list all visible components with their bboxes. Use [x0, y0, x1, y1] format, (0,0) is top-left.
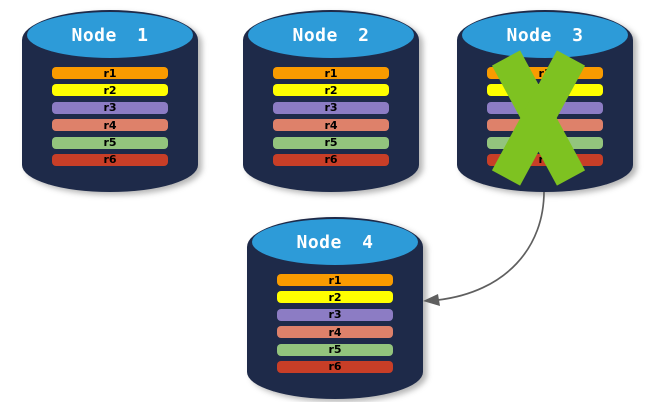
replica-label: r6: [328, 360, 342, 374]
node-4-cylinder: Node 4 r1 r2 r3 r4 r5 r6: [246, 215, 424, 402]
replica-stack: r1 r2 r3 r4 r5 r6: [52, 67, 168, 166]
replica-bar-r2: r2: [273, 83, 389, 97]
replica-bar-r5: r5: [52, 136, 168, 150]
replica-label: r5: [103, 136, 117, 150]
replica-label: r2: [324, 83, 338, 97]
replica-bar-r3: r3: [52, 101, 168, 115]
node-title: Node 2: [292, 25, 370, 46]
replica-label: r3: [324, 101, 338, 115]
replica-label: r4: [103, 118, 117, 132]
replica-bar-r6: r6: [277, 360, 393, 374]
arrow-head-icon: [423, 294, 440, 306]
replica-label: r1: [324, 66, 338, 80]
replica-bar-r3: r3: [277, 308, 393, 322]
replica-stack: r1 r2 r3 r4 r5 r6: [277, 274, 393, 373]
replica-bar-r4: r4: [277, 325, 393, 339]
replica-label: r6: [324, 153, 338, 167]
replica-label: r1: [328, 273, 342, 287]
replica-bar-r1: r1: [273, 67, 389, 79]
replica-bar-r6: r6: [52, 153, 168, 167]
replica-label: r3: [103, 101, 117, 115]
node-title: Node 3: [506, 25, 584, 46]
replica-bar-r5: r5: [277, 343, 393, 357]
replica-label: r5: [324, 136, 338, 150]
replica-bar-r2: r2: [277, 290, 393, 304]
arrow-curve: [437, 188, 545, 301]
replica-label: r1: [103, 66, 117, 80]
replica-label: r6: [103, 153, 117, 167]
node-title: Node 4: [296, 232, 374, 253]
failure-x-icon: [491, 50, 586, 186]
replica-stack: r1 r2 r3 r4 r5 r6: [273, 67, 389, 166]
node-3-cylinder: Node 3 r1 r2 r3 r4 r5 r6: [456, 8, 634, 198]
node-2-cylinder: Node 2 r1 r2 r3 r4 r5 r6: [242, 8, 420, 198]
replica-bar-r5: r5: [273, 136, 389, 150]
replica-label: r5: [328, 343, 342, 357]
replica-bar-r3: r3: [273, 101, 389, 115]
replica-label: r4: [328, 325, 342, 339]
replica-label: r3: [328, 308, 342, 322]
node-1-cylinder: Node 1 r1 r2 r3 r4 r5 r6: [21, 8, 199, 198]
replica-bar-r1: r1: [277, 274, 393, 286]
replica-label: r4: [324, 118, 338, 132]
replica-bar-r4: r4: [52, 118, 168, 132]
node-title: Node 1: [71, 25, 149, 46]
replica-bar-r2: r2: [52, 83, 168, 97]
replica-bar-r4: r4: [273, 118, 389, 132]
replica-bar-r1: r1: [52, 67, 168, 79]
replica-bar-r6: r6: [273, 153, 389, 167]
replica-label: r2: [328, 290, 342, 304]
replica-label: r2: [103, 83, 117, 97]
